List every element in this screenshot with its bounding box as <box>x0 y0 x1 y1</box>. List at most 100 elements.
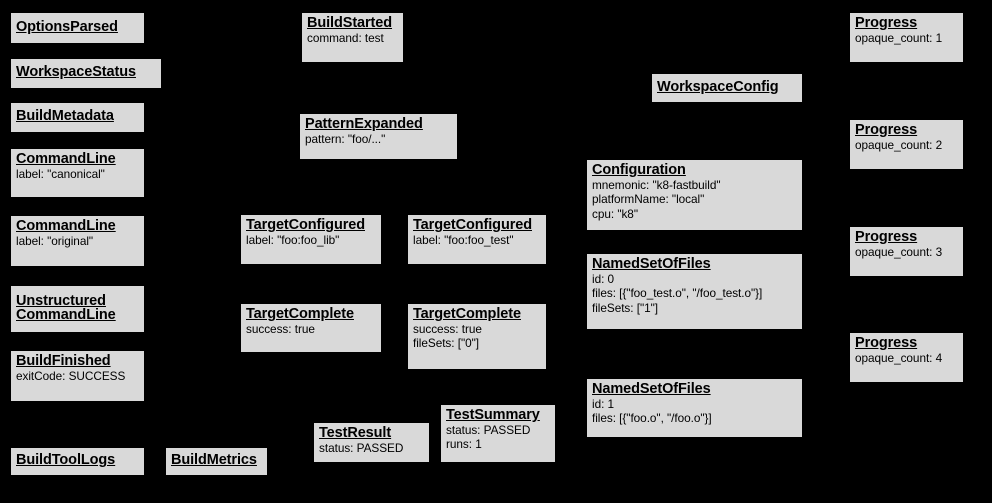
node-title-line: BuildStarted <box>307 15 393 31</box>
node-title: TargetComplete <box>246 307 376 322</box>
node-title-line: NamedSetOfFiles <box>592 381 711 397</box>
node-title-line: CommandLine <box>16 218 116 234</box>
node-field: opaque_count: 1 <box>855 31 943 45</box>
node-title: PatternExpanded <box>305 117 452 132</box>
node-title-line: BuildFinished <box>16 353 111 369</box>
node-build-tool-logs[interactable]: BuildToolLogs <box>10 447 145 476</box>
node-field: command: test <box>307 31 384 45</box>
node-title: CommandLine <box>16 219 139 234</box>
node-field: label: "foo:foo_test" <box>413 233 514 247</box>
node-field: label: "foo:foo_lib" <box>246 233 340 247</box>
node-field: pattern: "foo/..." <box>305 132 386 146</box>
node-title-line: NamedSetOfFiles <box>592 256 711 272</box>
node-field: fileSets: ["1"] <box>592 300 658 315</box>
node-field: success: true <box>246 322 315 336</box>
node-field: opaque_count: 2 <box>855 138 943 152</box>
node-title: BuildFinished <box>16 354 139 369</box>
node-title-line: Unstructured <box>16 292 106 309</box>
node-title: Progress <box>855 16 958 31</box>
node-title-line: BuildToolLogs <box>16 452 116 469</box>
node-title: Progress <box>855 336 958 351</box>
node-field: files: [{"foo_test.o", "/foo_test.o"}] <box>592 286 763 301</box>
node-title-line: TargetConfigured <box>246 217 365 233</box>
node-field: label: "original" <box>16 234 94 248</box>
node-title-line: TestSummary <box>446 407 540 423</box>
node-title: BuildStarted <box>307 16 398 31</box>
node-title-line: BuildMetrics <box>171 452 257 469</box>
node-field: cpu: "k8" <box>592 206 638 221</box>
node-title-line: Progress <box>855 15 918 31</box>
node-field: platformName: "local" <box>592 192 705 207</box>
node-title-line: TargetConfigured <box>413 217 532 233</box>
node-field: files: [{"foo.o", "/foo.o"}] <box>592 411 712 426</box>
node-field: runs: 1 <box>446 437 482 452</box>
node-title: TestResult <box>319 426 424 441</box>
node-title: TestSummary <box>446 408 550 423</box>
node-title: Progress <box>855 123 958 138</box>
node-title-line: BuildMetadata <box>16 108 114 125</box>
node-field: exitCode: SUCCESS <box>16 369 126 383</box>
node-title: BuildMetadata <box>16 109 114 124</box>
node-field: label: "canonical" <box>16 167 105 181</box>
node-title: TargetComplete <box>413 307 541 322</box>
node-field: id: 1 <box>592 397 615 411</box>
node-title-line: OptionsParsed <box>16 18 118 35</box>
node-field: fileSets: ["0"] <box>413 336 479 351</box>
node-title-line: CommandLine <box>16 151 116 167</box>
node-title: BuildMetrics <box>171 453 257 468</box>
node-field: opaque_count: 3 <box>855 245 943 259</box>
node-title: NamedSetOfFiles <box>592 382 797 397</box>
node-title: NamedSetOfFiles <box>592 257 797 272</box>
node-field: opaque_count: 4 <box>855 351 943 365</box>
node-title-line: PatternExpanded <box>305 116 423 132</box>
node-title-line: Progress <box>855 229 918 245</box>
node-workspace-status[interactable]: WorkspaceStatus <box>10 58 162 89</box>
node-title: OptionsParsed <box>16 20 118 35</box>
node-title-line: CommandLine <box>16 307 116 323</box>
node-title: WorkspaceConfig <box>657 80 779 95</box>
node-title: TargetConfigured <box>413 218 541 233</box>
node-title-line: WorkspaceConfig <box>657 78 779 95</box>
node-title-line: TargetComplete <box>413 306 521 322</box>
node-field: id: 0 <box>592 272 615 286</box>
node-title: WorkspaceStatus <box>16 65 136 80</box>
node-title: TargetConfigured <box>246 218 376 233</box>
node-title: Progress <box>855 230 958 245</box>
node-title: CommandLine <box>16 152 139 167</box>
node-build-metadata[interactable]: BuildMetadata <box>10 102 145 133</box>
node-title: Configuration <box>592 163 797 178</box>
node-title-line: Configuration <box>592 162 686 178</box>
node-build-metrics[interactable]: BuildMetrics <box>165 447 268 476</box>
node-field: status: PASSED <box>446 423 531 437</box>
node-field: mnemonic: "k8-fastbuild" <box>592 178 721 192</box>
node-workspace-config[interactable]: WorkspaceConfig <box>651 73 803 103</box>
node-title-line: Progress <box>855 122 918 138</box>
node-field: success: true <box>413 322 482 336</box>
node-options-parsed[interactable]: OptionsParsed <box>10 12 145 44</box>
node-title-line: Progress <box>855 335 918 351</box>
node-title-line: WorkspaceStatus <box>16 64 136 81</box>
node-title-line: TestResult <box>319 425 392 441</box>
node-title-line: TargetComplete <box>246 306 354 322</box>
